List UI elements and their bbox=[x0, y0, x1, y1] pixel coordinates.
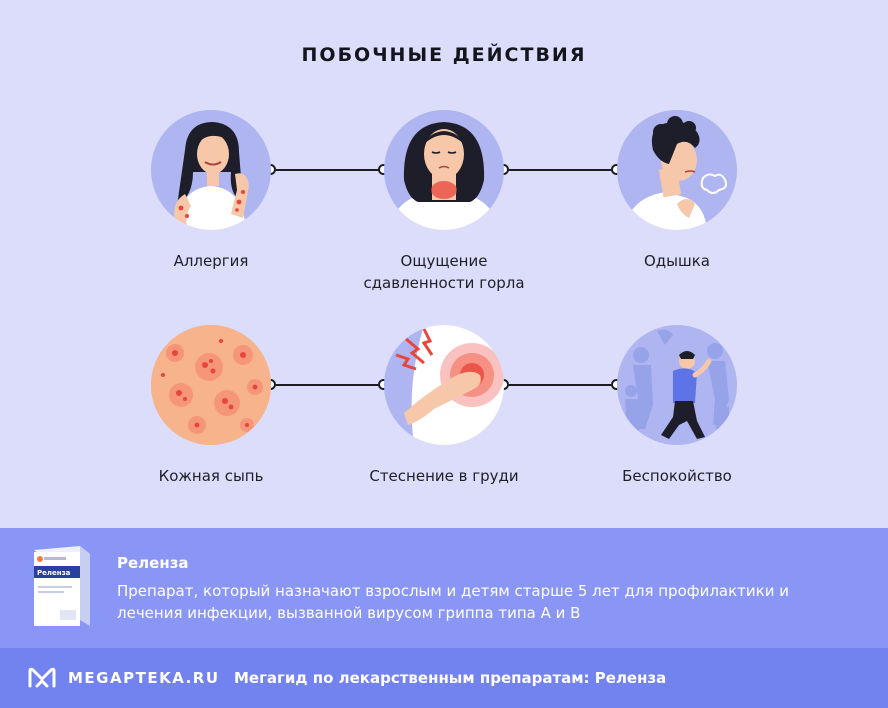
footer-caption: Мегагид по лекарственным препаратам: Рел… bbox=[234, 669, 667, 687]
connector-line bbox=[504, 169, 617, 171]
effect-label: Одышка bbox=[644, 252, 710, 270]
megapteka-logo-icon bbox=[28, 666, 56, 690]
effect-label: Ощущение сдавленности горла bbox=[363, 252, 525, 292]
page-title: ПОБОЧНЫЕ ДЕЙСТВИЯ bbox=[301, 44, 587, 66]
site-logo[interactable]: MEGAPTEKA.RU bbox=[68, 669, 220, 687]
connector-line bbox=[271, 169, 384, 171]
effect-label: Стеснение в груди bbox=[369, 467, 519, 485]
anxiety-icon bbox=[617, 325, 737, 445]
product-band: Реленза Реленза Препарат, который назнач… bbox=[0, 528, 888, 648]
product-name: Реленза bbox=[117, 554, 189, 572]
effect-label: Кожная сыпь bbox=[158, 467, 264, 485]
footer: MEGAPTEKA.RU Мегагид по лекарственным пр… bbox=[0, 648, 888, 708]
skin-rash-icon bbox=[151, 325, 271, 445]
allergy-woman-icon bbox=[151, 110, 271, 230]
connector-line bbox=[271, 384, 384, 386]
throat-pressure-icon bbox=[384, 110, 504, 230]
effect-label: Беспокойство bbox=[622, 467, 732, 485]
product-description: Препарат, который назначают взрослым и д… bbox=[117, 582, 789, 622]
shortness-of-breath-icon bbox=[617, 110, 737, 230]
medicine-box-icon: Реленза bbox=[28, 544, 92, 630]
chest-tightness-icon bbox=[384, 325, 504, 445]
connector-line bbox=[504, 384, 617, 386]
effect-label: Аллергия bbox=[173, 252, 249, 270]
box-label: Реленза bbox=[37, 569, 71, 577]
